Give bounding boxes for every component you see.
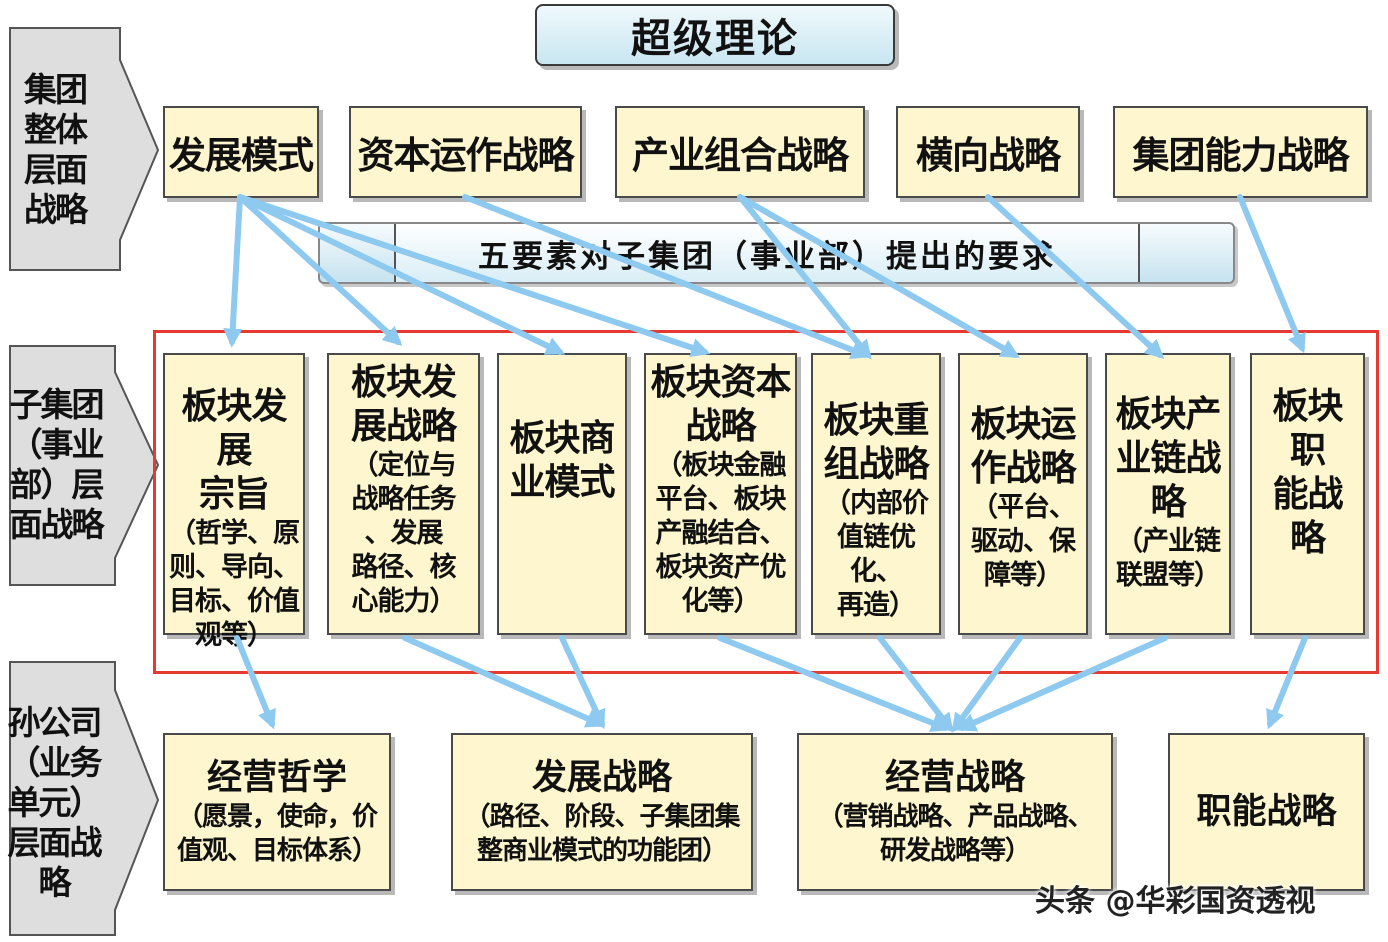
row2-note: 战略任务 [351,484,457,515]
row3-note: （营销战略、产品战略、 [817,802,1093,832]
row2-title: 板块运 [970,404,1076,445]
level3-line: （业务 [7,742,103,782]
row3-title: 职能战略 [1196,792,1337,832]
requirements-banner: 五要素对子集团（事业部）提出的要求 [318,222,1235,284]
row3-note: 研发战略等） [879,836,1031,866]
level1-label: 集团 整体 层面 战略 [12,40,98,260]
row2-title: 板块商 [509,418,615,459]
arrow-capability-to-functional [1237,194,1306,354]
level3-line: 略 [38,862,72,902]
row2-note: 则、导向、 [169,552,300,583]
row1-label: 集团能力战略 [1132,134,1350,177]
row3-box-functional-strategy: 职能战略 [1168,733,1365,891]
row2-title: 板块资本 [650,362,791,403]
row2-note: 路径、核 [351,552,457,583]
row2-title: 展战略 [350,406,457,447]
level2-line: 子集团 [9,385,105,424]
row2-box-business-model: 板块商 业模式 [497,353,627,635]
row1-box-horizontal: 横向战略 [896,106,1080,198]
diagram-title: 超级理论 [535,4,895,66]
row2-note: 驱动、保 [971,526,1076,557]
row2-note: 产融结合、 [655,518,787,549]
row3-note: 整商业模式的功能团） [476,836,728,866]
side-arrows [9,27,160,936]
level2-arrow-shape [9,345,160,586]
level1-line: 整体 [24,110,88,149]
row2-note: （定位与 [351,450,457,481]
row3-note: （愿景，使命，价 [176,802,378,832]
row1-box-group-capability: 集团能力战略 [1113,106,1368,198]
row1-label: 资本运作战略 [357,134,575,177]
row2-box-industry-chain: 板块产 业链战 略 （产业链 联盟等） [1105,353,1231,635]
level3-line: 层面战 [7,822,103,862]
row2-box-capital-strategy: 板块资本 战略 （板块金融 平台、板块 产融结合、 板块资产优 化等） [644,353,797,635]
row3-box-development-strategy: 发展战略 （路径、阶段、子集团集 整商业模式的功能团） [451,733,753,891]
row2-title: 板块发展 [181,386,287,471]
row2-box-development-strategy: 板块发 展战略 （定位与 战略任务 、发展 路径、核 心能力） [327,353,480,635]
row2-title: 略 [1150,482,1186,523]
row2-note: 障等） [984,560,1063,591]
row1-box-development-mode: 发展模式 [163,106,319,198]
level3-line: 孙公司 [7,702,103,742]
level2-label: 子集团 （事业 部）层 面战略 [4,370,108,560]
row2-note: （平台、 [971,492,1076,523]
row1-label: 发展模式 [169,134,314,177]
level2-line: （事业 [9,425,105,464]
row2-note: 值链优化、 [837,522,916,587]
row2-note: 、发展 [364,518,444,549]
row3-title: 经营哲学 [206,758,347,798]
row3-note: 值观、目标体系） [176,836,378,866]
row2-title: 业链战 [1115,438,1221,479]
row2-box-functional: 板块职 能战略 [1250,353,1365,635]
row2-note: 目标、价值 [169,586,300,617]
row2-note: 联盟等） [1116,560,1221,591]
row2-note: 化等） [681,586,761,617]
level3-line: 单元） [7,782,103,822]
level3-arrow-shape [9,661,160,936]
level1-line: 层面 [24,150,88,189]
row3-title: 经营战略 [884,758,1025,798]
row1-label: 横向战略 [916,134,1061,177]
row2-note: （内部价 [824,488,929,519]
level2-line: 部）层 [9,465,105,504]
row2-title: 作战略 [970,448,1076,489]
row3-box-business-philosophy: 经营哲学 （愿景，使命，价 值观、目标体系） [163,733,391,891]
row2-box-restructuring: 板块重 组战略 （内部价 值链优化、 再造） [811,353,941,635]
row3-title: 发展战略 [531,758,672,798]
row2-note: （板块金融 [655,450,787,481]
row1-box-capital-operation: 资本运作战略 [349,106,582,198]
row2-title: 组战略 [823,444,929,485]
row2-title: 宗旨 [198,474,270,515]
row2-title: 板块重 [823,400,929,441]
row2-title: 板块职 [1272,386,1343,471]
row2-title: 能战略 [1272,474,1343,559]
level1-line: 战略 [24,190,88,229]
level3-label: 孙公司 （业务 单元） 层面战 略 [2,695,106,910]
row1-box-industry-portfolio: 产业组合战略 [615,106,865,198]
arrow-mode-to-purpose [223,194,243,348]
row3-note: （路径、阶段、子集团集 [464,802,740,832]
row2-box-operation: 板块运 作战略 （平台、 驱动、保 障等） [958,353,1088,635]
row2-note: （哲学、原 [169,518,300,549]
row1-label: 产业组合战略 [632,134,849,177]
watermark-text: 头条 @华彩国资透视 [1035,884,1316,919]
row2-note: 心能力） [351,586,457,617]
level2-line: 面战略 [9,505,105,544]
row2-note: 观等） [195,620,274,651]
row2-note: 再造） [837,590,916,621]
level1-line: 集团 [24,70,88,109]
row2-box-purpose: 板块发展 宗旨 （哲学、原 则、导向、 目标、价值 观等） [163,353,305,651]
requirements-banner-text: 五要素对子集团（事业部）提出的要求 [394,224,1140,282]
row2-title: 业模式 [509,462,615,503]
row2-note: 平台、板块 [655,484,787,515]
row2-title: 战略 [685,406,756,447]
level1-arrow-shape [9,27,160,271]
row2-note: （产业链 [1116,526,1221,557]
row3-box-operating-strategy: 经营战略 （营销战略、产品战略、 研发战略等） [797,733,1113,891]
row2-title: 板块产 [1115,394,1221,435]
row2-title: 板块发 [350,362,457,403]
row2-note: 板块资产优 [655,552,787,583]
